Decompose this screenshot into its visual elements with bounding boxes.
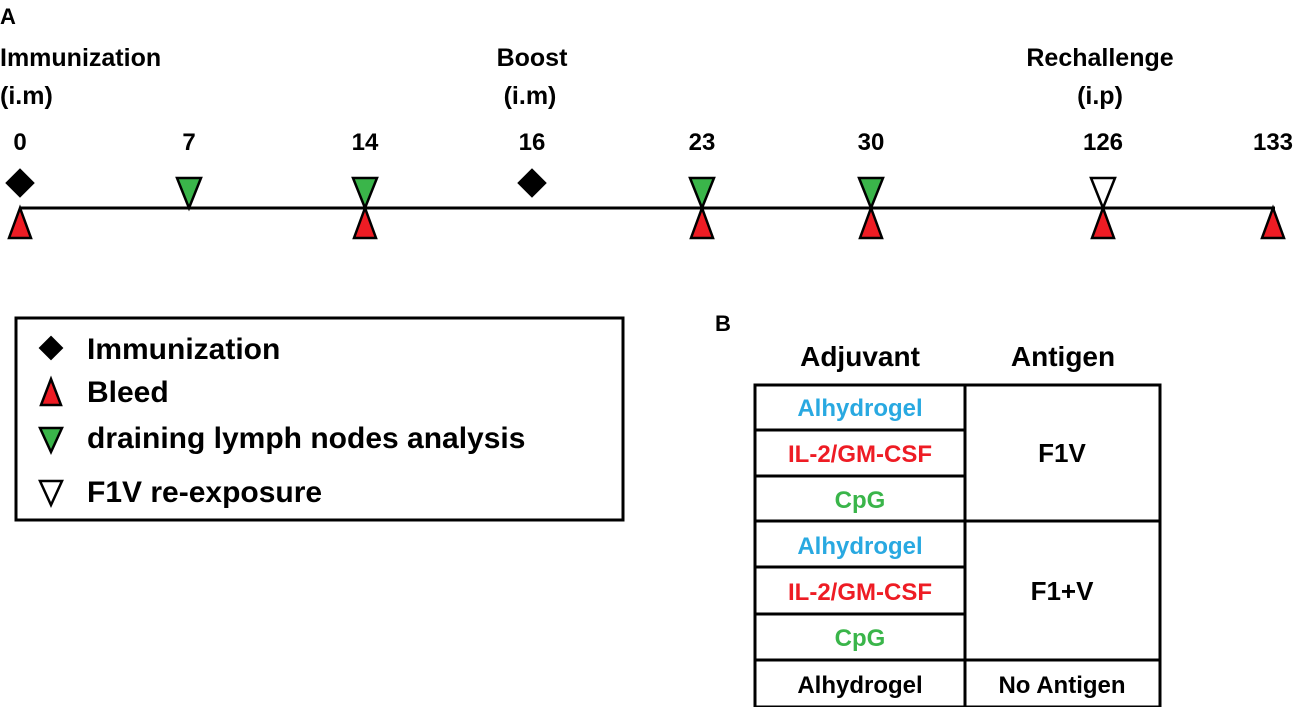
bleed-triangle-icon <box>858 204 884 240</box>
lymph-triangle-icon <box>857 176 885 212</box>
event-route: (i.p) <box>1077 82 1123 110</box>
reexposure-triangle-icon <box>1089 176 1117 212</box>
group-f1-plus-v: Alhydrogel IL-2/GM-CSF CpG F1+V <box>788 533 1094 652</box>
day-label: 23 <box>689 129 716 156</box>
bleed-triangle-icon <box>1260 204 1286 240</box>
immunization-diamond-icon <box>517 168 547 198</box>
immunization-diamond-icon <box>5 168 35 198</box>
legend-label: Immunization <box>87 333 280 366</box>
bleed-triangle-icon <box>352 204 378 240</box>
event-label: Rechallenge <box>1026 44 1173 72</box>
adjuvant-table <box>753 383 1162 707</box>
antigen-cell: F1V <box>1038 438 1086 468</box>
event-route: (i.m) <box>504 82 557 110</box>
bleed-triangle-icon <box>7 204 33 240</box>
adjuvant-cell: CpG <box>835 487 886 514</box>
legend-label: Bleed <box>87 376 169 409</box>
adjuvant-cell: Alhydrogel <box>797 395 922 422</box>
lymph-triangle-icon <box>351 176 379 212</box>
panel-a-label: A <box>0 4 16 29</box>
legend: Immunization Bleed draining lymph nodes … <box>14 316 625 522</box>
header-antigen: Antigen <box>1011 341 1115 372</box>
adjuvant-cell: Alhydrogel <box>797 672 922 699</box>
antigen-cell: F1+V <box>1031 576 1095 606</box>
panel-b: B Adjuvant Antigen Alhydrogel IL-2/GM-CS… <box>715 311 1162 707</box>
legend-box <box>14 316 625 522</box>
reexposure-triangle-icon <box>38 479 64 509</box>
event-label: Boost <box>497 44 569 72</box>
table-border <box>753 383 1162 707</box>
day-label: 16 <box>519 129 546 156</box>
diamond-icon <box>38 335 64 361</box>
day-labels: 0 7 14 16 23 30 126 133 <box>13 129 1293 156</box>
day-label: 14 <box>352 129 379 156</box>
legend-label: F1V re-exposure <box>87 476 322 509</box>
lymph-triangle-icon <box>175 176 203 212</box>
day-label: 30 <box>858 129 885 156</box>
legend-label: draining lymph nodes analysis <box>87 422 525 455</box>
header-adjuvant: Adjuvant <box>800 341 920 372</box>
group-no-antigen: Alhydrogel No Antigen <box>797 672 1125 699</box>
adjuvant-cell: Alhydrogel <box>797 533 922 560</box>
bleed-triangle-icon <box>689 204 715 240</box>
day-label: 0 <box>13 129 26 156</box>
event-label: Immunization <box>0 44 161 72</box>
day-label: 126 <box>1083 129 1123 156</box>
panel-a: A Immunization (i.m) Boost (i.m) Rechall… <box>0 4 1293 240</box>
adjuvant-cell: IL-2/GM-CSF <box>788 441 932 468</box>
bleed-triangle-icon <box>39 375 63 407</box>
event-boost: Boost (i.m) <box>497 44 569 110</box>
lymph-triangle-icon <box>688 176 716 212</box>
panel-b-label: B <box>715 311 731 336</box>
event-immunization: Immunization (i.m) <box>0 44 161 110</box>
legend-item-lymph: draining lymph nodes analysis <box>38 422 525 456</box>
lymph-triangle-icon <box>38 426 64 456</box>
group-f1v: Alhydrogel IL-2/GM-CSF CpG F1V <box>788 395 1086 514</box>
adjuvant-cell: CpG <box>835 625 886 652</box>
legend-item-bleed: Bleed <box>39 375 169 409</box>
day-label: 7 <box>182 129 195 156</box>
legend-item-reexposure: F1V re-exposure <box>38 476 322 509</box>
adjuvant-cell: IL-2/GM-CSF <box>788 579 932 606</box>
event-rechallenge: Rechallenge (i.p) <box>1026 44 1173 110</box>
legend-item-immunization: Immunization <box>38 333 280 366</box>
event-route: (i.m) <box>0 82 53 110</box>
day-label: 133 <box>1253 129 1293 156</box>
bleed-triangle-icon <box>1090 204 1116 240</box>
antigen-cell: No Antigen <box>998 672 1125 699</box>
timeline-markers <box>5 168 1286 240</box>
